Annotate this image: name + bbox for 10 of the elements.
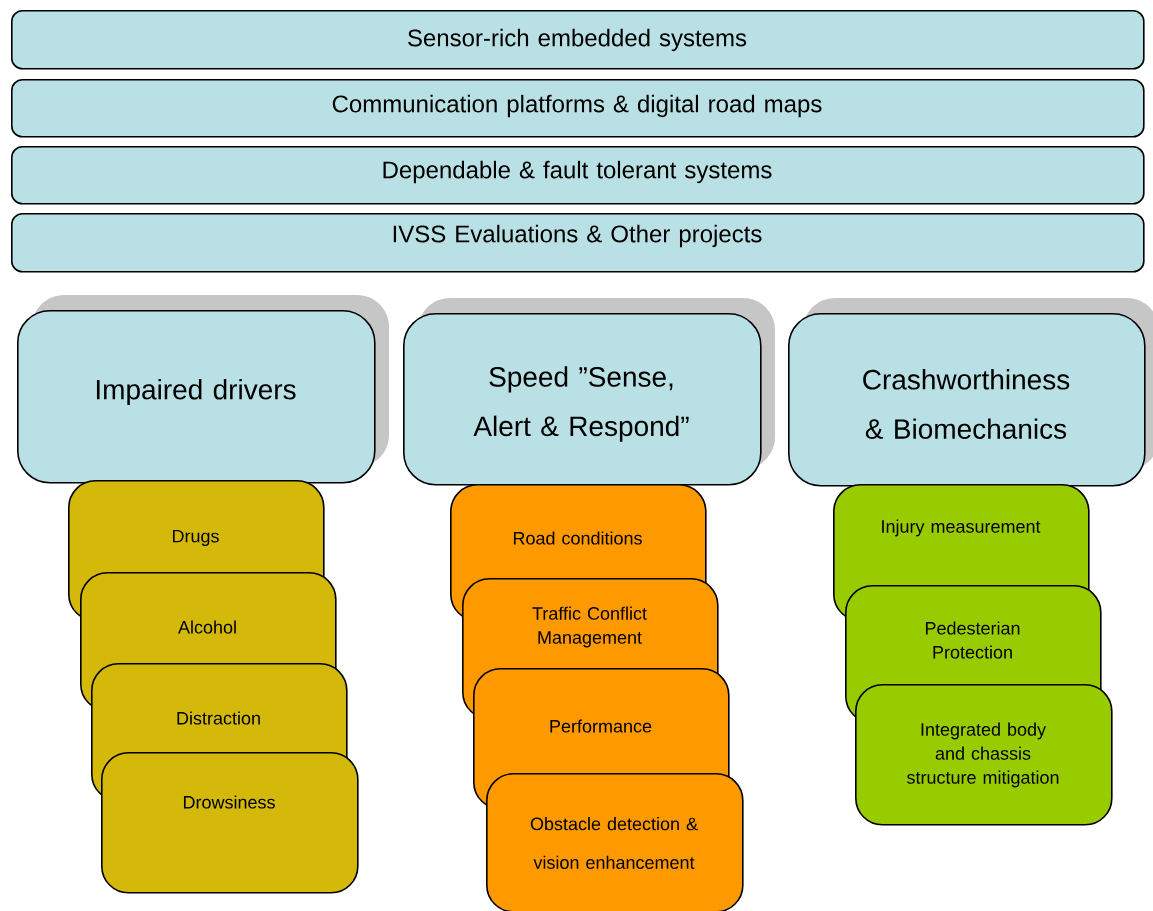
band: IVSS Evaluations & Other projects [11,213,1145,273]
band: Communication platforms & digital road maps [11,79,1145,138]
heading-box: Crashworthiness & Biomechanics [788,298,1153,487]
heading-box: Impaired drivers [17,295,389,484]
heading-box: Speed ”Sense, Alert & Respond” [403,298,775,486]
topic-card: Obstacle detection & vision enhancement [486,773,744,911]
band: Dependable & fault tolerant systems [11,146,1145,205]
topic-card: Drowsiness [101,752,359,894]
topic-card: Integrated body and chassis structure mitigation [855,684,1113,826]
band: Sensor-rich embedded systems [11,10,1145,70]
